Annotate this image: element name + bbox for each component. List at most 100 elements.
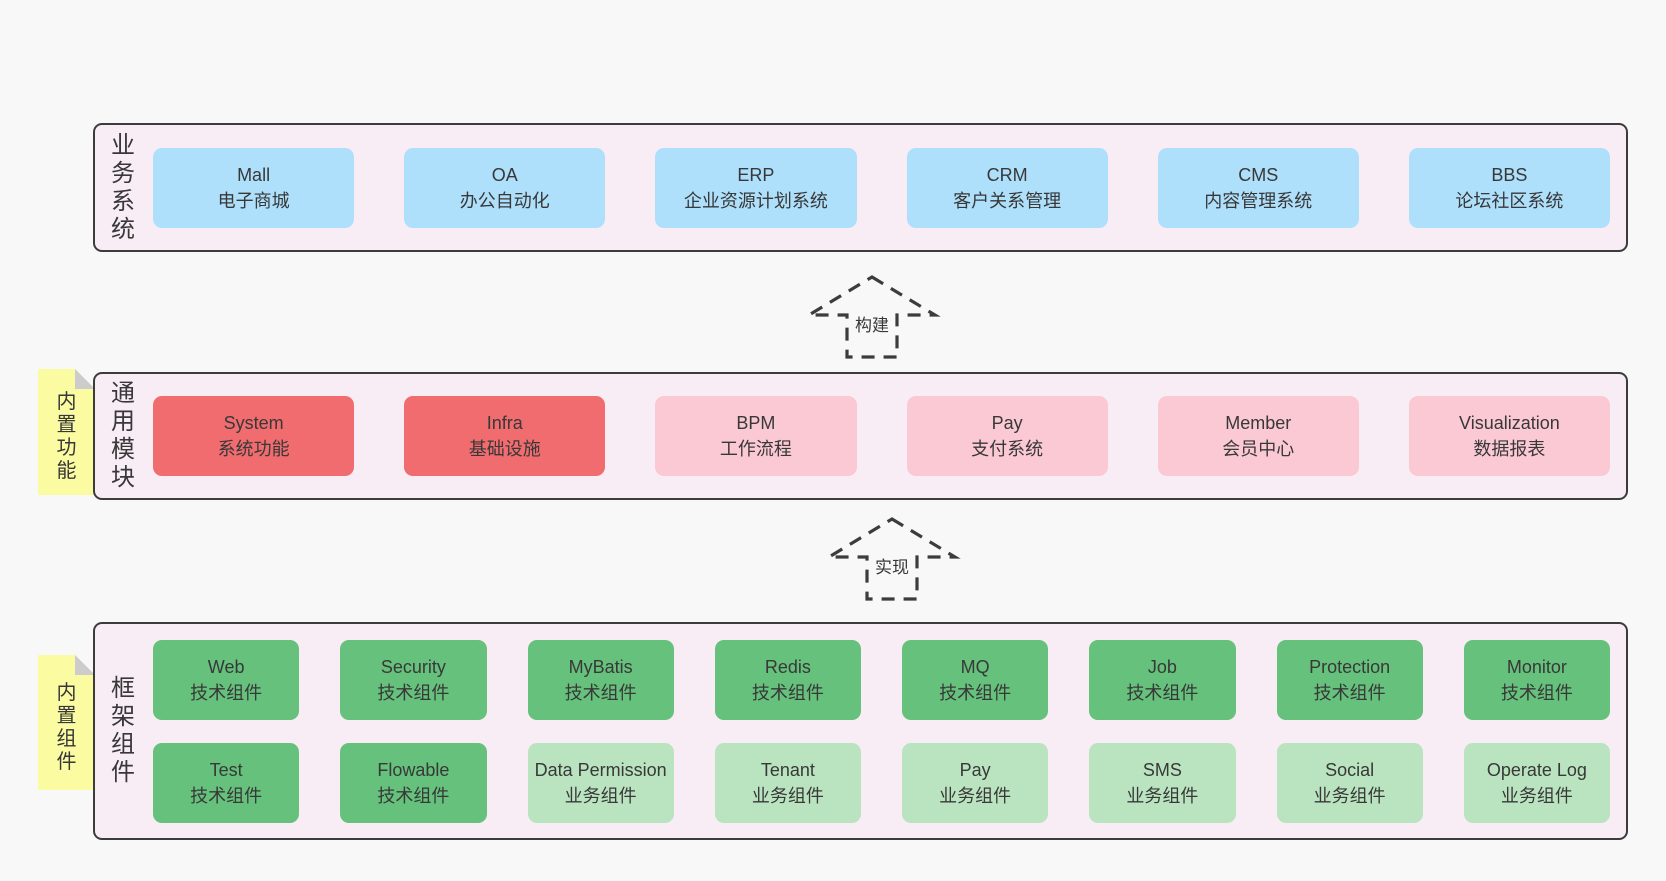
box-title: BPM <box>736 413 776 433</box>
module-row: System 系统功能 Infra 基础设施 BPM 工作流程 Pay 支付系统 Member 会… <box>153 396 1610 476</box>
box-title: Pay <box>991 413 1023 433</box>
box-title: Protection <box>1309 656 1391 677</box>
box-title: Visualization <box>1459 413 1560 433</box>
box-subtitle: 技术组件 <box>939 682 1012 703</box>
build-arrow-icon: 构建 <box>803 275 941 359</box>
box-subtitle: 电子商城 <box>217 190 290 211</box>
box-subtitle: 客户关系管理 <box>953 190 1062 211</box>
box-title: Data Permission <box>534 759 667 780</box>
folded-corner-icon <box>75 655 95 675</box>
box-subtitle: 业务组件 <box>751 785 824 806</box>
box-subtitle: 技术组件 <box>377 785 450 806</box>
box-title: Job <box>1147 656 1177 677</box>
box-subtitle: 技术组件 <box>1126 682 1199 703</box>
box-subtitle: 企业资源计划系统 <box>683 190 828 211</box>
box-social: Social 业务组件 <box>1276 742 1423 823</box>
box-subtitle: 技术组件 <box>190 785 263 806</box>
box-crm: CRM 客户关系管理 <box>906 147 1108 228</box>
box-mall: Mall 电子商城 <box>153 147 355 228</box>
box-subtitle: 内容管理系统 <box>1204 190 1313 211</box>
box-member: Member 会员中心 <box>1157 396 1359 476</box>
box-title: Pay <box>959 759 991 780</box>
box-subtitle: 业务组件 <box>1313 785 1386 806</box>
box-title: Redis <box>764 656 811 677</box>
band-label: 通 用 模 块 <box>111 380 135 491</box>
box-operate-log: Operate Log 业务组件 <box>1463 742 1610 823</box>
box-sms: SMS 业务组件 <box>1089 742 1236 823</box>
box-subtitle: 会员中心 <box>1222 439 1295 459</box>
box-title: OA <box>491 164 518 185</box>
box-infra: Infra 基础设施 <box>404 396 606 476</box>
box-subtitle: 技术组件 <box>377 682 450 703</box>
box-security: Security 技术组件 <box>340 639 487 720</box>
arrow-label: 构建 <box>855 316 889 335</box>
sticky-note-label: 内 置 组 件 <box>56 681 77 773</box>
box-web: Web 技术组件 <box>153 639 300 720</box>
box-title: MQ <box>960 656 990 677</box>
box-subtitle: 业务组件 <box>1500 785 1573 806</box>
band-label: 业 务 系 统 <box>111 131 135 243</box>
box-title: Monitor <box>1506 656 1567 677</box>
box-oa: OA 办公自动化 <box>404 147 606 228</box>
box-subtitle: 业务组件 <box>564 785 637 806</box>
box-subtitle: 基础设施 <box>468 439 541 459</box>
box-erp: ERP 企业资源计划系统 <box>655 147 857 228</box>
band-common-modules: 通 用 模 块 System 系统功能 Infra 基础设施 BPM 工作流程 Pay 支付系… <box>93 372 1628 500</box>
box-bpm: BPM 工作流程 <box>655 396 857 476</box>
box-title: Operate Log <box>1486 759 1587 780</box>
box-visualization: Visualization 数据报表 <box>1408 396 1610 476</box>
box-subtitle: 支付系统 <box>971 439 1044 459</box>
box-title: System <box>223 413 284 433</box>
box-title: Flowable <box>377 759 450 780</box>
sticky-note-shape <box>38 369 95 495</box>
box-title: SMS <box>1142 759 1182 780</box>
box-system: System 系统功能 <box>153 396 355 476</box>
box-title: MyBatis <box>568 656 633 677</box>
band-business-systems: 业 务 系 统 Mall 电子商城 OA 办公自动化 ERP 企业资源计划系统 CRM 客户关… <box>93 123 1628 252</box>
box-title: Social <box>1325 759 1375 780</box>
box-flowable: Flowable 技术组件 <box>340 742 487 823</box>
box-job: Job 技术组件 <box>1089 639 1236 720</box>
box-subtitle: 数据报表 <box>1473 439 1546 459</box>
sticky-note-label: 内 置 功 能 <box>56 391 77 482</box>
box-title: Mall <box>237 164 271 185</box>
box-data-permission: Data Permission 业务组件 <box>527 742 674 823</box>
box-subtitle: 技术组件 <box>190 682 263 703</box>
box-tenant: Tenant 业务组件 <box>714 742 861 823</box>
box-title: Security <box>380 656 446 677</box>
box-title: Tenant <box>760 759 815 780</box>
box-mq: MQ 技术组件 <box>902 639 1049 720</box>
box-title: Test <box>209 759 243 780</box>
box-subtitle: 工作流程 <box>719 439 792 459</box>
implement-arrow-icon: 实现 <box>823 517 961 601</box>
arrow-label: 实现 <box>875 558 909 577</box>
band-label: 框 架 组 件 <box>111 675 135 786</box>
sticky-note-shape <box>38 655 95 790</box>
box-title: ERP <box>737 164 775 185</box>
box-title: Infra <box>486 413 523 433</box>
box-subtitle: 办公自动化 <box>459 190 550 211</box>
box-title: CRM <box>986 164 1028 185</box>
box-title: Member <box>1225 413 1292 433</box>
box-subtitle: 技术组件 <box>564 682 637 703</box>
box-subtitle: 技术组件 <box>1500 682 1573 703</box>
box-subtitle: 业务组件 <box>1126 785 1199 806</box>
box-subtitle: 业务组件 <box>939 785 1012 806</box>
box-title: BBS <box>1491 164 1528 185</box>
box-mybatis: MyBatis 技术组件 <box>527 639 674 720</box>
box-test: Test 技术组件 <box>153 742 300 823</box>
box-title: Web <box>207 656 245 677</box>
box-subtitle: 技术组件 <box>751 682 824 703</box>
box-pay: Pay 支付系统 <box>906 396 1108 476</box>
box-subtitle: 系统功能 <box>217 439 290 459</box>
box-redis: Redis 技术组件 <box>714 639 861 720</box>
